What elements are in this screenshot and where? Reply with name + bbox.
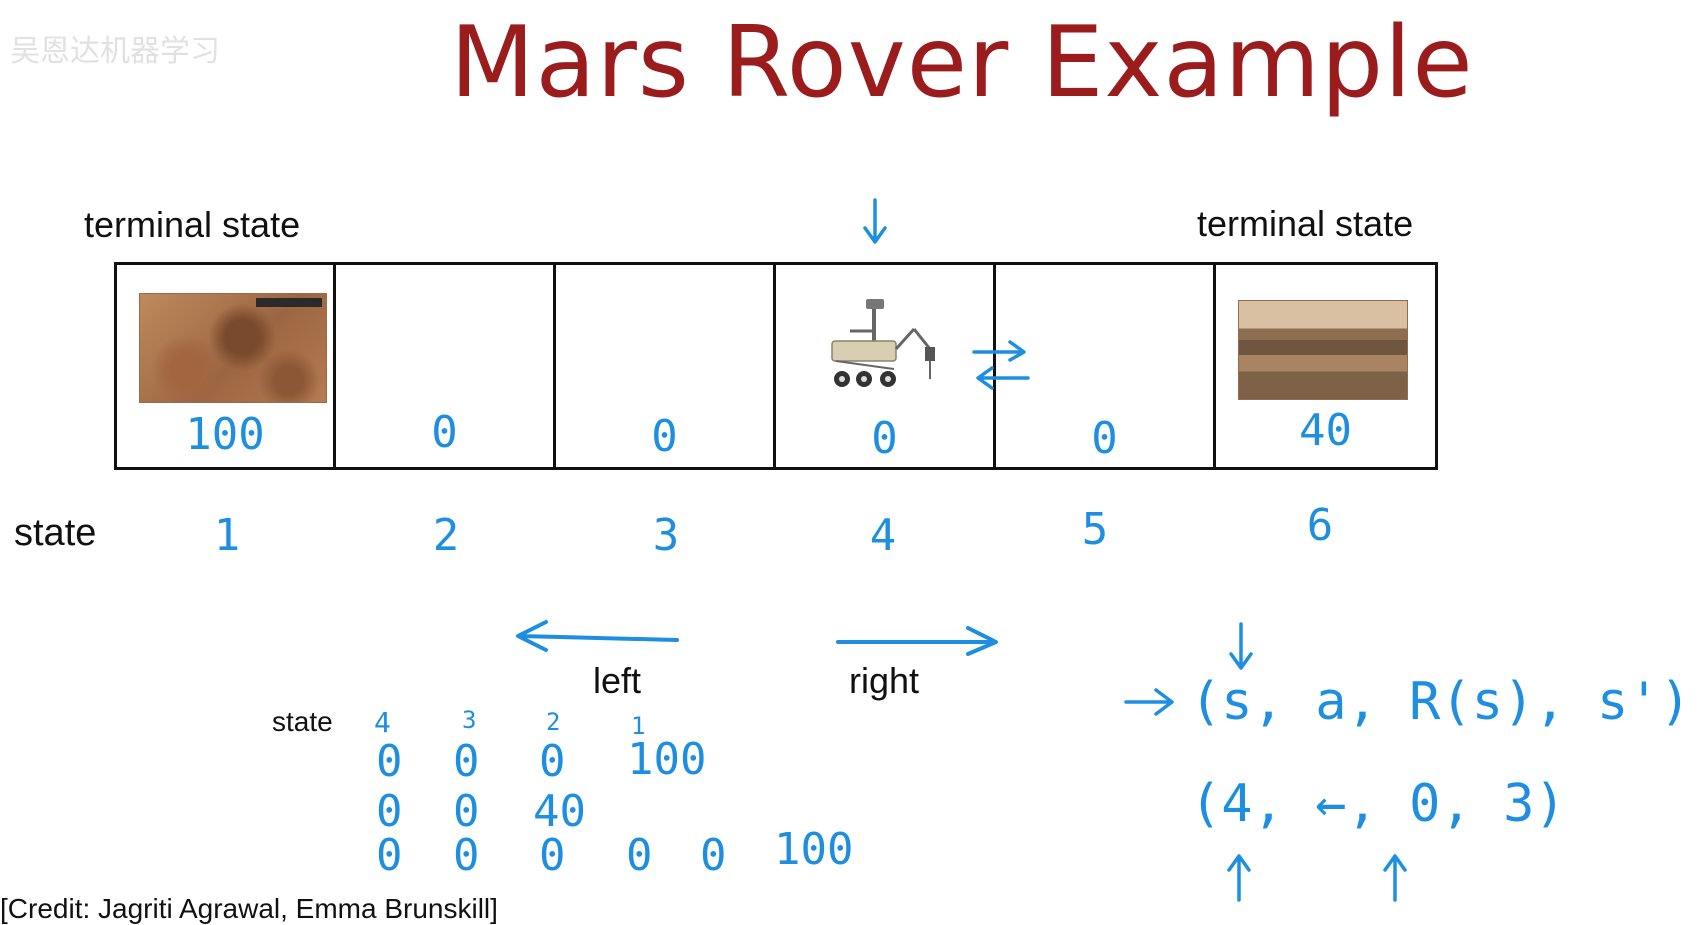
down-arrow-icon bbox=[863, 198, 887, 244]
state-number: 6 bbox=[1306, 500, 1334, 551]
sequence-value: 0 bbox=[539, 736, 566, 787]
crater-image bbox=[139, 293, 327, 403]
sequence-value: 0 bbox=[376, 786, 403, 837]
page-title: Mars Rover Example bbox=[450, 6, 1474, 120]
state-number: 4 bbox=[869, 510, 897, 561]
tuple-example: (4, ←, 0, 3) bbox=[1190, 774, 1566, 834]
state-cell-1: 100 bbox=[114, 262, 336, 470]
state-number: 2 bbox=[432, 510, 460, 561]
transition-arrows-icon bbox=[972, 340, 1030, 390]
sequence-value: 100 bbox=[627, 734, 707, 785]
reward-value: 100 bbox=[185, 409, 265, 460]
down-arrow-icon bbox=[1229, 622, 1253, 670]
sequence-header-cell: 1 bbox=[631, 712, 646, 740]
sequence-header-cell: 2 bbox=[546, 708, 561, 736]
sequence-value: 0 bbox=[453, 786, 480, 837]
state-row-label: state bbox=[14, 512, 97, 554]
sequence-value: 40 bbox=[533, 786, 586, 837]
state-number: 1 bbox=[213, 510, 241, 561]
state-number: 5 bbox=[1081, 504, 1109, 555]
state-cell-6: 40 bbox=[1216, 262, 1438, 470]
sequence-value: 0 bbox=[453, 830, 480, 881]
reward-value: 0 bbox=[1091, 413, 1118, 464]
right-arrow-icon bbox=[836, 626, 998, 656]
terminal-state-label-left: terminal state bbox=[84, 204, 301, 245]
state-cell-4: 0 bbox=[776, 262, 996, 470]
sequence-value: 0 bbox=[700, 830, 727, 881]
sequence-value: 0 bbox=[626, 830, 653, 881]
right-action-label: right bbox=[849, 660, 920, 701]
pointer-arrow-icon bbox=[1124, 688, 1174, 716]
reward-value: 0 bbox=[431, 407, 458, 458]
sequence-value: 100 bbox=[774, 824, 854, 875]
sequence-value: 0 bbox=[539, 830, 566, 881]
cliff-image bbox=[1238, 300, 1408, 400]
sequence-state-label: state bbox=[272, 706, 333, 737]
tuple-general: (s, a, R(s), s') bbox=[1190, 672, 1691, 732]
reward-value: 0 bbox=[871, 413, 898, 464]
reward-value: 40 bbox=[1299, 405, 1352, 456]
left-action-label: left bbox=[593, 660, 642, 701]
left-arrow-icon bbox=[516, 620, 679, 652]
reward-value: 0 bbox=[651, 411, 678, 462]
rover-icon bbox=[831, 299, 935, 387]
state-cell-5: 0 bbox=[996, 262, 1216, 470]
state-number: 3 bbox=[652, 510, 680, 561]
sequence-value: 0 bbox=[376, 830, 403, 881]
terminal-state-label-right: terminal state bbox=[1197, 203, 1414, 244]
sequence-value: 0 bbox=[376, 736, 403, 787]
sequence-value: 0 bbox=[453, 736, 480, 787]
up-arrow-icon bbox=[1227, 854, 1251, 902]
watermark: 吴恩达机器学习 bbox=[10, 34, 220, 69]
up-arrow-icon bbox=[1383, 854, 1407, 902]
sequence-header-cell: 4 bbox=[374, 706, 391, 739]
sequence-header-cell: 3 bbox=[462, 706, 477, 734]
state-cell-3: 0 bbox=[556, 262, 776, 470]
credit-text: [Credit: Jagriti Agrawal, Emma Brunskill… bbox=[0, 893, 498, 924]
state-cell-2: 0 bbox=[336, 262, 556, 470]
